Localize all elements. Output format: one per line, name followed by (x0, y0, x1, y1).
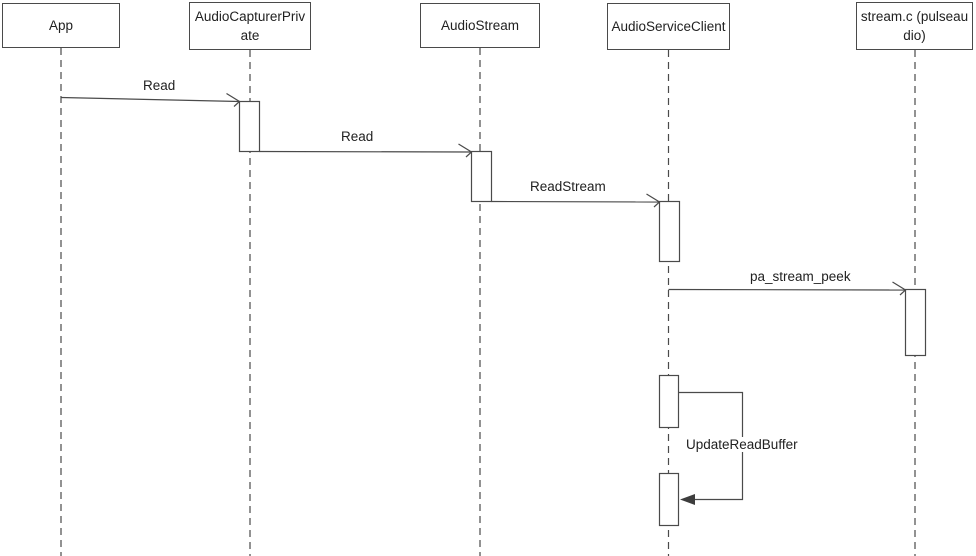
message-label-updatereadbuffer: UpdateReadBuffer (686, 437, 798, 452)
participant-label: App (48, 18, 74, 33)
participant-label: AudioStream (440, 18, 520, 33)
message-arrow-read-1 (60, 92, 241, 107)
message-label-read-1: Read (143, 78, 176, 93)
activation-audio-service-client-self-upper (658, 374, 680, 429)
activation-stream-c-pulseaudio (904, 288, 927, 357)
participant-label: AudioServiceClient (611, 19, 726, 34)
participant-label: AudioCapturerPrivate (194, 9, 306, 43)
activation-audio-capturer-private (238, 100, 261, 153)
participant-audio-stream: AudioStream (420, 3, 540, 48)
participant-label: stream.c (pulseaudio) (860, 9, 969, 43)
message-arrow-read-2 (259, 143, 473, 158)
activation-audio-service-client-self-lower (658, 472, 680, 527)
participant-audio-capturer-private: AudioCapturerPrivate (189, 2, 311, 50)
participant-app: App (2, 3, 120, 48)
message-label-pa-stream-peek: pa_stream_peek (750, 269, 851, 284)
activation-audio-stream (470, 150, 493, 203)
message-label-read-2: Read (341, 129, 374, 144)
message-arrow-pa-stream-peek (668, 281, 907, 296)
participant-audio-service-client: AudioServiceClient (607, 3, 730, 50)
activation-audio-service-client (658, 200, 681, 263)
participant-stream-c-pulseaudio: stream.c (pulseaudio) (856, 2, 973, 50)
message-arrow-readstream (491, 193, 661, 208)
message-label-readstream: ReadStream (530, 179, 606, 194)
